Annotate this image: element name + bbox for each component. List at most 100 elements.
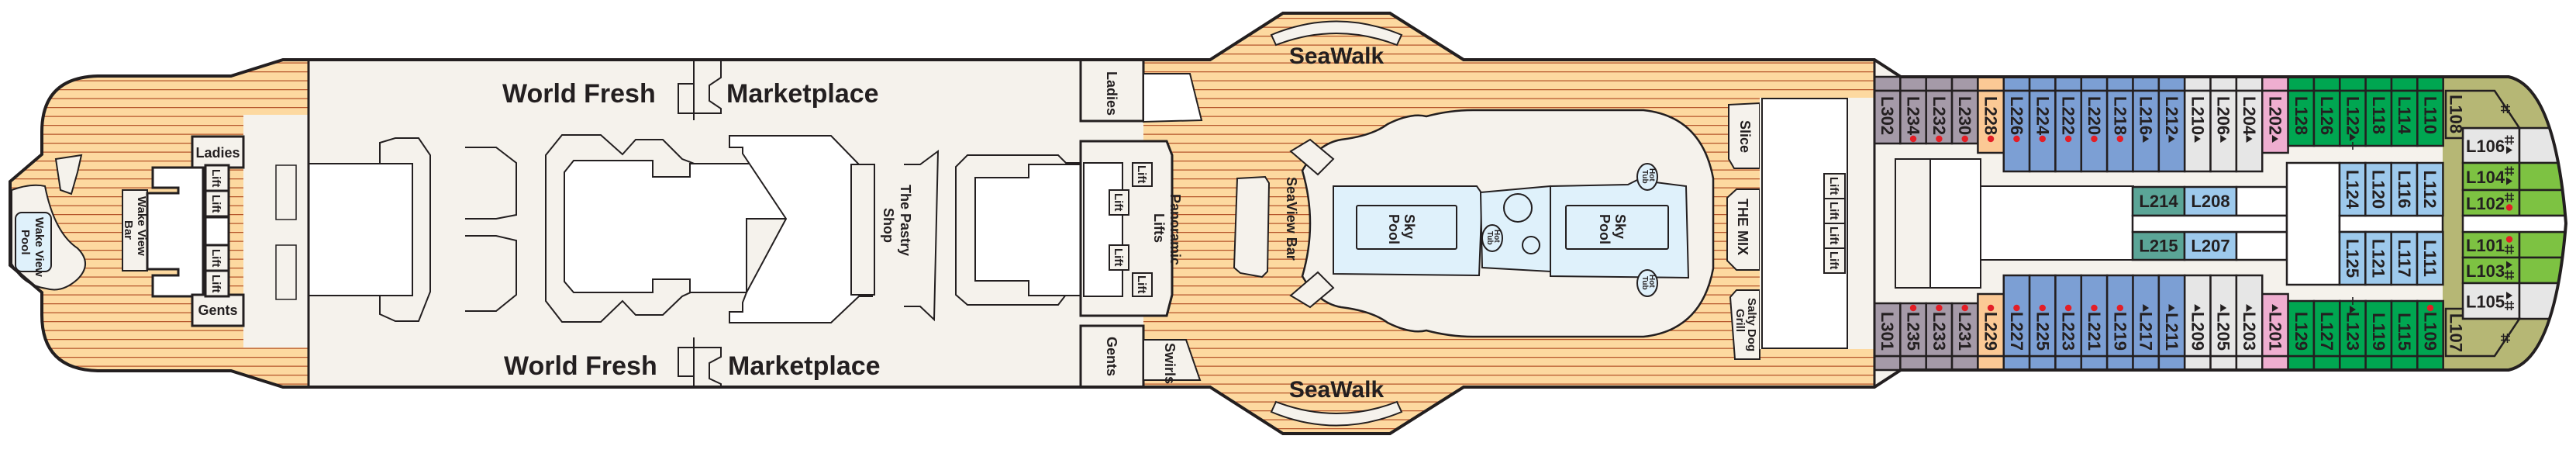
cabin-room[interactable] <box>2364 230 2392 286</box>
cabin-l217[interactable]: L217 <box>2132 274 2160 372</box>
cabin-l209[interactable]: L209 <box>2183 274 2212 372</box>
cabin-room[interactable] <box>2312 89 2341 147</box>
cabin-l216[interactable]: L216 <box>2132 75 2160 173</box>
stair-aft-port[interactable] <box>1289 138 1335 176</box>
swirls[interactable] <box>1143 339 1202 381</box>
cabin-l214[interactable]: L214 <box>2131 185 2186 217</box>
hot-tub[interactable] <box>1636 269 1658 297</box>
cabin-room[interactable] <box>2261 89 2289 154</box>
cabin-l222[interactable]: L222 <box>2054 75 2083 173</box>
cabin-l221[interactable]: L221 <box>2080 274 2109 372</box>
lift[interactable] <box>1823 247 1846 274</box>
cabin-l233[interactable]: L233 <box>1925 302 1954 372</box>
cabin-room[interactable] <box>1950 302 1979 358</box>
cabin-l232[interactable]: L232 <box>1925 75 1954 145</box>
slice[interactable] <box>1728 102 1760 169</box>
cabin-l207[interactable]: L207 <box>2183 230 2238 261</box>
cabin-room[interactable] <box>2131 185 2186 217</box>
cabin-l231[interactable]: L231 <box>1950 302 1979 372</box>
cabin-l116[interactable]: L116 <box>2390 161 2419 217</box>
cabin-l210[interactable]: L210 <box>2183 75 2212 173</box>
cabin-l109[interactable]: L109 <box>2416 299 2444 372</box>
cabin-room[interactable] <box>2132 274 2160 358</box>
cabin-l107[interactable]: L107 <box>2444 307 2522 358</box>
cabin-l102[interactable]: L102 <box>2461 188 2574 217</box>
hot-tub[interactable] <box>1481 224 1503 252</box>
cabin-room[interactable] <box>2183 230 2238 261</box>
cabin-room[interactable] <box>2183 89 2212 173</box>
lift[interactable] <box>1823 223 1846 249</box>
cabin-l230[interactable]: L230 <box>1950 75 1979 145</box>
lift[interactable] <box>1823 173 1846 199</box>
cabin-room[interactable] <box>2183 185 2238 217</box>
cabin-l114[interactable]: L114 <box>2390 75 2419 147</box>
cabin-l229[interactable]: L229 <box>1977 292 2005 372</box>
cabin-room[interactable] <box>2444 89 2522 140</box>
cabin-room[interactable] <box>2461 188 2521 217</box>
cabin-l127[interactable]: L127 <box>2312 299 2341 372</box>
cabin-l202[interactable]: L202 <box>2261 75 2289 154</box>
cabin-l215[interactable]: L215 <box>2131 230 2186 261</box>
cabin-room[interactable] <box>2416 230 2444 286</box>
cabin-l227[interactable]: L227 <box>2002 274 2031 372</box>
cabin-room[interactable] <box>2287 299 2316 358</box>
cabin-room[interactable] <box>2235 274 2264 358</box>
cabin-l208[interactable]: L208 <box>2183 185 2238 217</box>
cabin-l211[interactable]: L211 <box>2157 274 2186 372</box>
cabin-room[interactable] <box>2338 230 2367 286</box>
cabin-room[interactable] <box>2338 161 2367 217</box>
lift[interactable] <box>1132 272 1153 297</box>
seawalk-top[interactable] <box>1270 20 1403 47</box>
lift[interactable] <box>1132 162 1153 187</box>
cabin-room[interactable] <box>2028 89 2057 173</box>
hot-tub[interactable] <box>1636 163 1658 191</box>
cabin-l128[interactable]: L128 <box>2287 75 2316 147</box>
cabin-l218[interactable]: L218 <box>2105 75 2134 173</box>
cabin-l110[interactable]: L110 <box>2416 75 2444 147</box>
lift[interactable] <box>204 269 230 298</box>
cabin-room[interactable] <box>1950 89 1979 145</box>
cabin-room[interactable] <box>2080 274 2109 358</box>
cabin-room[interactable] <box>2444 307 2522 358</box>
cabin-room[interactable] <box>2105 89 2134 173</box>
aft-ladies-room[interactable] <box>191 135 245 169</box>
cabin-l119[interactable]: L119 <box>2364 299 2393 372</box>
cabin-room[interactable] <box>2002 89 2031 173</box>
cabin-room[interactable] <box>2416 299 2444 358</box>
cabin-l101[interactable]: L101 <box>2461 230 2574 259</box>
cabin-room[interactable] <box>2416 161 2444 217</box>
cabin-l117[interactable]: L117 <box>2390 230 2419 286</box>
cabin-l112[interactable]: L112 <box>2416 161 2444 217</box>
cabin-room[interactable] <box>2390 230 2419 286</box>
cabin-l228[interactable]: L228 <box>1977 75 2005 154</box>
cabin-room[interactable] <box>2157 274 2186 358</box>
cabin-room[interactable] <box>2364 89 2393 147</box>
cabin-l226[interactable]: L226 <box>2002 75 2031 173</box>
cabin-l235[interactable]: L235 <box>1899 302 1927 372</box>
cabin-l111[interactable]: L111 <box>2416 230 2444 286</box>
cabin-l122[interactable]: L122 <box>2339 75 2367 150</box>
cabin-room[interactable] <box>1925 302 1954 358</box>
cabin-room[interactable] <box>2390 299 2419 358</box>
cabin-l206[interactable]: L206 <box>2209 75 2238 173</box>
cabin-room[interactable] <box>2054 89 2083 173</box>
pool-ladies-room[interactable] <box>1079 58 1145 123</box>
pastry-shop[interactable] <box>850 164 875 296</box>
cabin-l212[interactable]: L212 <box>2157 75 2186 173</box>
cabin-room[interactable] <box>2054 274 2083 358</box>
cabin-l103[interactable]: L103 <box>2461 256 2574 285</box>
seaview-bar-counter[interactable] <box>1233 175 1271 278</box>
cabin-l120[interactable]: L120 <box>2364 161 2392 217</box>
cabin-l203[interactable]: L203 <box>2235 274 2264 372</box>
cabin-l123[interactable]: L123 <box>2339 297 2367 372</box>
cabin-l124[interactable]: L124 <box>2338 161 2367 217</box>
seawalk-bottom[interactable] <box>1270 400 1403 427</box>
cabin-room[interactable] <box>2364 299 2393 358</box>
cabin-l201[interactable]: L201 <box>2261 292 2289 372</box>
cabin-l219[interactable]: L219 <box>2105 274 2134 372</box>
cabin-l108[interactable]: L108 <box>2444 89 2522 140</box>
cabin-l115[interactable]: L115 <box>2390 299 2419 372</box>
cabin-room[interactable] <box>2131 230 2186 261</box>
cabin-l224[interactable]: L224 <box>2028 75 2057 173</box>
cabin-l205[interactable]: L205 <box>2209 274 2238 372</box>
